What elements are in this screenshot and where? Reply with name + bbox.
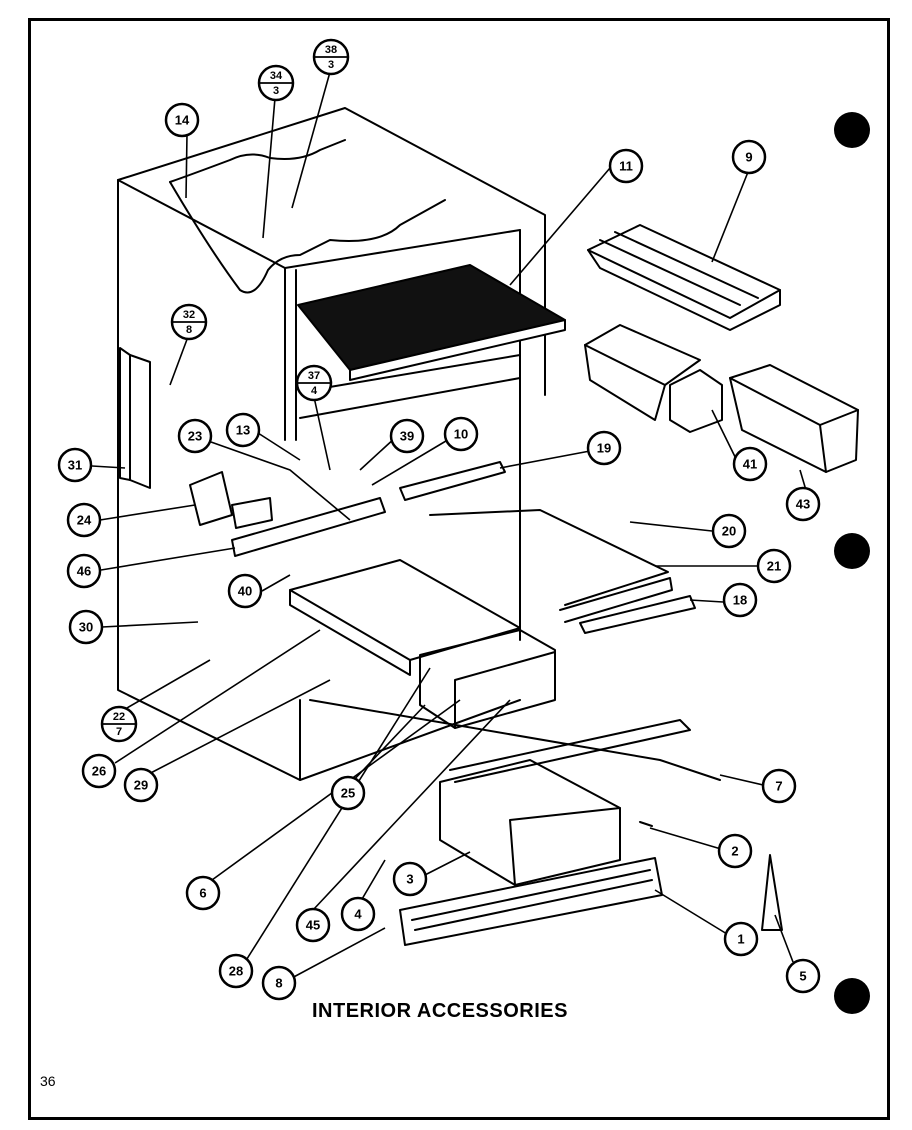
callout-8-label: 8 [275,976,282,991]
split-32-bottom: 8 [186,324,192,336]
callout-25-label: 25 [341,786,355,801]
crisper-cover [289,559,521,676]
callout-39 [389,418,425,454]
callout-18 [722,582,758,618]
callout-29-label: 29 [134,778,148,793]
callout-28a-label: 28 [229,964,243,979]
shelf-rails [399,461,696,634]
callout-23-label: 23 [188,429,202,444]
callout-28a [218,953,254,989]
callout-6 [185,875,221,911]
callout-41-label: 41 [743,457,757,472]
callout-13-label: 13 [236,423,250,438]
callout-10-label: 10 [454,427,468,442]
callout-13 [225,412,261,448]
crisper-drawer [419,629,556,729]
split-22-top: 22 [113,711,125,723]
callout-41 [732,446,768,482]
callout-30-label: 30 [79,620,93,635]
callout-2-label: 2 [731,844,738,859]
ice-storage-bin [729,364,859,473]
callout-4 [340,896,376,932]
callout-9 [731,139,767,175]
callout-2 [717,833,753,869]
callout-1 [723,921,759,957]
callout-39-label: 39 [400,429,414,444]
callout-21 [756,548,792,584]
split-37-bottom: 4 [311,385,318,397]
split-22-bottom: 7 [116,726,122,738]
split-32-top: 32 [183,309,195,321]
callout-29 [123,767,159,803]
split-callout-dividers [102,56,348,725]
ice-maker [584,324,723,433]
callout-5-label: 5 [799,969,806,984]
callout-10 [443,416,479,452]
callout-3 [392,861,428,897]
callout-9-label: 9 [745,150,752,165]
callout-11 [608,148,644,184]
callout-43-label: 43 [796,497,810,512]
callout-1-label: 1 [737,932,744,947]
bottom-trim [309,699,783,946]
page-number: 36 [40,1073,56,1089]
callout-8 [261,965,297,1001]
callout-23 [177,418,213,454]
callout-7 [761,768,797,804]
callout-46-label: 46 [77,564,91,579]
callout-20-label: 20 [722,524,736,539]
split-34-top: 34 [270,70,283,82]
callout-6-label: 6 [199,886,206,901]
callout-14 [164,102,200,138]
callout-7-label: 7 [775,779,782,794]
callout-26 [81,753,117,789]
page-frame [28,18,890,1120]
callout-bubbles [57,102,821,1001]
diagram-title: INTERIOR ACCESSORIES [312,1000,568,1022]
callout-43 [785,486,821,522]
freezer-wire-shelf [297,264,566,419]
meat-pan [439,759,621,886]
callout-19-label: 19 [597,441,611,456]
callout-19 [586,430,622,466]
punch-hole-top [834,112,870,148]
control-housing [189,471,386,557]
leader-lines [91,71,809,980]
split-38-bottom: 3 [328,59,334,71]
callout-40 [227,573,263,609]
punch-hole-middle [834,533,870,569]
callout-3-label: 3 [406,872,413,887]
callout-14-label: 14 [175,113,190,128]
callout-20 [711,513,747,549]
left-wall-channel [119,347,151,489]
split-37-top: 37 [308,370,320,382]
callout-45-label: 45 [306,918,320,933]
callout-24 [66,502,102,538]
callout-28b [295,907,331,943]
callout-40-label: 40 [238,584,252,599]
ice-cube-tray [587,224,781,331]
callout-4-label: 4 [354,907,362,922]
punch-hole-bottom [834,978,870,1014]
callout-21-label: 21 [767,559,781,574]
callout-25 [330,775,366,811]
callout-30 [68,609,104,645]
split-34-bottom: 3 [273,85,279,97]
callout-31 [57,447,93,483]
split-38-top: 38 [325,44,337,56]
callout-5 [785,958,821,994]
callout-31-label: 31 [68,458,82,473]
callout-46 [66,553,102,589]
callout-26-label: 26 [92,764,106,779]
callout-11-label: 11 [619,159,633,174]
callout-18-label: 18 [733,593,747,608]
callout-24-label: 24 [77,513,92,528]
